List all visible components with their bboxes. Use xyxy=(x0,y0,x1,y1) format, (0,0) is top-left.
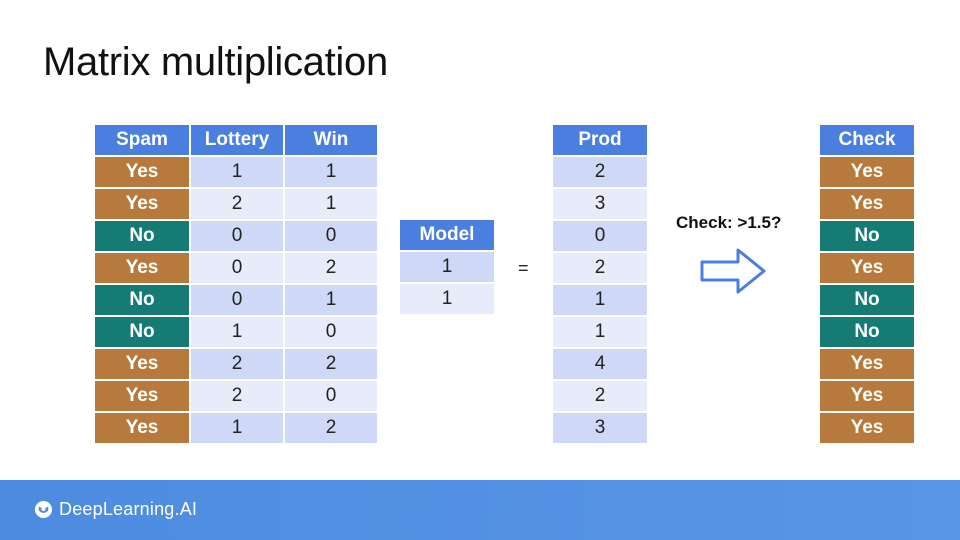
table-row: 1 xyxy=(400,284,494,314)
table-row: No xyxy=(820,285,914,315)
check-cell: Yes xyxy=(820,157,914,187)
table-row: 1 xyxy=(553,285,647,315)
header-check: Check xyxy=(820,125,914,155)
check-cell: No xyxy=(820,317,914,347)
model-weight-cell: 1 xyxy=(400,252,494,282)
table-row: 1 xyxy=(553,317,647,347)
table-row: 3 xyxy=(553,413,647,443)
table-row: 1 xyxy=(400,252,494,282)
header-prod: Prod xyxy=(553,125,647,155)
check-cell: Yes xyxy=(820,381,914,411)
table-row: Yes xyxy=(820,349,914,379)
prod-cell: 2 xyxy=(553,157,647,187)
prod-cell: 1 xyxy=(553,317,647,347)
equals-sign: = xyxy=(518,258,529,278)
spam-cell: Yes xyxy=(95,413,189,443)
table-row: 0 xyxy=(553,221,647,251)
table-row: 4 xyxy=(553,349,647,379)
table-row: 2 xyxy=(553,381,647,411)
table-row: No xyxy=(820,221,914,251)
lottery-cell: 2 xyxy=(191,349,283,379)
table-row: Yes xyxy=(820,413,914,443)
check-cell: Yes xyxy=(820,413,914,443)
table-header-row: Check xyxy=(820,125,914,155)
deeplearning-logo-icon xyxy=(34,500,53,519)
header-spam: Spam xyxy=(95,125,189,155)
win-cell: 0 xyxy=(285,317,377,347)
check-threshold-label: Check: >1.5? xyxy=(676,213,782,232)
prod-cell: 0 xyxy=(553,221,647,251)
table-row: 2 xyxy=(553,157,647,187)
brand: DeepLearning.AI xyxy=(34,499,197,520)
footer-bar: DeepLearning.AI xyxy=(0,480,960,540)
prod-cell: 2 xyxy=(553,253,647,283)
table-row: No xyxy=(820,317,914,347)
table-row: Yes xyxy=(820,157,914,187)
lottery-cell: 1 xyxy=(191,413,283,443)
right-arrow-outline-icon xyxy=(700,248,766,294)
slide-title: Matrix multiplication xyxy=(43,40,388,84)
lottery-cell: 0 xyxy=(191,253,283,283)
lottery-cell: 2 xyxy=(191,189,283,219)
win-cell: 0 xyxy=(285,381,377,411)
table-row: 2 xyxy=(553,253,647,283)
prod-cell: 3 xyxy=(553,413,647,443)
lottery-cell: 0 xyxy=(191,221,283,251)
lottery-cell: 0 xyxy=(191,285,283,315)
win-cell: 2 xyxy=(285,349,377,379)
table-row: 3 xyxy=(553,189,647,219)
spam-cell: Yes xyxy=(95,189,189,219)
prod-cell: 1 xyxy=(553,285,647,315)
win-cell: 1 xyxy=(285,157,377,187)
spam-cell: Yes xyxy=(95,349,189,379)
spam-cell: Yes xyxy=(95,157,189,187)
spam-cell: Yes xyxy=(95,381,189,411)
spam-cell: No xyxy=(95,285,189,315)
check-cell: Yes xyxy=(820,189,914,219)
prod-cell: 3 xyxy=(553,189,647,219)
spam-cell: No xyxy=(95,221,189,251)
check-cell: No xyxy=(820,285,914,315)
spam-cell: No xyxy=(95,317,189,347)
table-header-row: Spam Lottery Win xyxy=(95,125,377,155)
win-cell: 1 xyxy=(285,285,377,315)
lottery-cell: 2 xyxy=(191,381,283,411)
win-cell: 1 xyxy=(285,189,377,219)
lottery-cell: 1 xyxy=(191,157,283,187)
table-row: Yes xyxy=(820,381,914,411)
win-cell: 2 xyxy=(285,253,377,283)
header-lottery: Lottery xyxy=(191,125,283,155)
prod-cell: 2 xyxy=(553,381,647,411)
model-weight-cell: 1 xyxy=(400,284,494,314)
table-row: Yes xyxy=(820,253,914,283)
spam-cell: Yes xyxy=(95,253,189,283)
prod-cell: 4 xyxy=(553,349,647,379)
win-cell: 2 xyxy=(285,413,377,443)
table-row: Yes xyxy=(820,189,914,219)
check-cell: Yes xyxy=(820,349,914,379)
header-model: Model xyxy=(400,220,494,250)
win-cell: 0 xyxy=(285,221,377,251)
brand-name: DeepLearning.AI xyxy=(59,499,198,519)
table-header-row: Prod xyxy=(553,125,647,155)
table-header-row: Model xyxy=(400,220,494,250)
header-win: Win xyxy=(285,125,377,155)
check-cell: Yes xyxy=(820,253,914,283)
lottery-cell: 1 xyxy=(191,317,283,347)
check-cell: No xyxy=(820,221,914,251)
